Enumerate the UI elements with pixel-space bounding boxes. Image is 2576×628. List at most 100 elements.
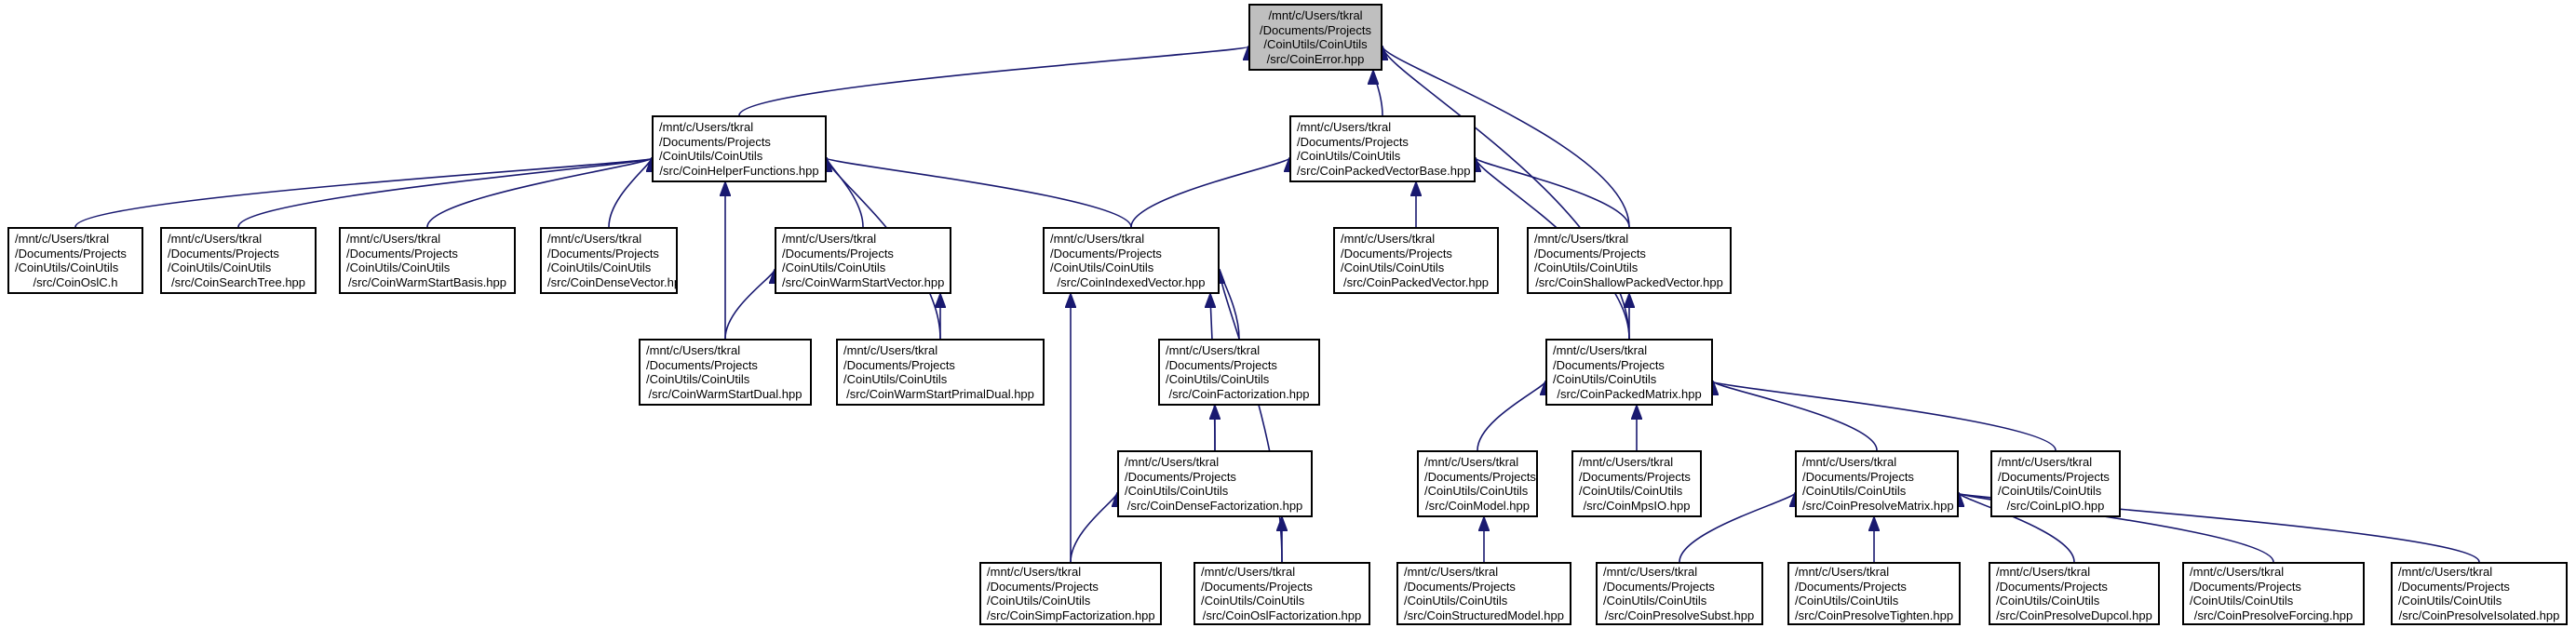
graph-node-spvec[interactable]: /mnt/c/Users/tkral/Documents/Projects/Co… xyxy=(1527,227,1732,294)
graph-node-model[interactable]: /mnt/c/Users/tkral/Documents/Projects/Co… xyxy=(1417,450,1538,517)
node-label-line: /mnt/c/Users/tkral xyxy=(1998,455,2093,469)
node-label-line: /Documents/Projects xyxy=(1050,246,1162,261)
node-label-line: /src/CoinSearchTree.hpp xyxy=(170,274,306,289)
graph-node-oslc[interactable]: /mnt/c/Users/tkral/Documents/Projects/Co… xyxy=(7,227,143,294)
node-label-line: /Documents/Projects xyxy=(843,357,955,372)
node-label-line: /mnt/c/Users/tkral xyxy=(1268,8,1363,22)
node-label-line: /CoinUtils/CoinUtils xyxy=(1201,594,1305,608)
graph-node-wsd[interactable]: /mnt/c/Users/tkral/Documents/Projects/Co… xyxy=(639,339,812,406)
node-label-line: /Documents/Projects xyxy=(1201,579,1313,594)
node-label-line: /CoinUtils/CoinUtils xyxy=(1050,261,1154,274)
edge-pmatx-to-pmat xyxy=(1713,381,1878,451)
node-label-line: /mnt/c/Users/tkral xyxy=(843,343,938,357)
graph-node-pmat[interactable]: /mnt/c/Users/tkral/Documents/Projects/Co… xyxy=(1545,339,1713,406)
node-label-line: /Documents/Projects xyxy=(1603,579,1715,594)
node-label-line: /Documents/Projects xyxy=(1125,469,1236,484)
node-label-line: /CoinUtils/CoinUtils xyxy=(659,149,763,163)
graph-node-help[interactable]: /mnt/c/Users/tkral/Documents/Projects/Co… xyxy=(652,115,827,182)
node-label-line: /mnt/c/Users/tkral xyxy=(15,232,110,246)
node-label-line: /src/CoinWarmStartDual.hpp xyxy=(648,386,802,401)
node-label-line: /src/CoinPackedVectorBase.hpp xyxy=(1297,163,1471,178)
graph-node-pforce[interactable]: /mnt/c/Users/tkral/Documents/Projects/Co… xyxy=(2182,562,2365,625)
node-label-line: /mnt/c/Users/tkral xyxy=(1996,565,2091,579)
graph-node-fact[interactable]: /mnt/c/Users/tkral/Documents/Projects/Co… xyxy=(1158,339,1320,406)
node-label-line: /mnt/c/Users/tkral xyxy=(168,232,263,246)
node-label-line: /CoinUtils/CoinUtils xyxy=(1534,261,1639,274)
node-label-line: /Documents/Projects xyxy=(1795,579,1907,594)
node-label-line: /Documents/Projects xyxy=(2398,579,2510,594)
graph-node-wsv[interactable]: /mnt/c/Users/tkral/Documents/Projects/Co… xyxy=(775,227,951,294)
node-label-line: /CoinUtils/CoinUtils xyxy=(1579,484,1683,498)
edge-psub-to-pmatx xyxy=(1679,493,1795,563)
node-label-line: /Documents/Projects xyxy=(782,246,894,261)
graph-node-lpio[interactable]: /mnt/c/Users/tkral/Documents/Projects/Co… xyxy=(1990,450,2121,517)
graph-node-stree[interactable]: /mnt/c/Users/tkral/Documents/Projects/Co… xyxy=(160,227,317,294)
node-label-line: /Documents/Projects xyxy=(1579,469,1691,484)
node-label-line: /Documents/Projects xyxy=(1404,579,1516,594)
node-label-line: /Documents/Projects xyxy=(346,246,458,261)
node-label-line: /CoinUtils/CoinUtils xyxy=(1553,372,1657,386)
node-label-line: /mnt/c/Users/tkral xyxy=(1404,565,1499,579)
node-label-line: /mnt/c/Users/tkral xyxy=(1579,455,1674,469)
node-label-line: /CoinUtils/CoinUtils xyxy=(987,594,1091,608)
node-label-line: /mnt/c/Users/tkral xyxy=(1166,343,1261,357)
node-label-line: /CoinUtils/CoinUtils xyxy=(1795,594,1899,608)
node-label-line: /src/CoinIndexedVector.hpp xyxy=(1057,274,1206,289)
graph-node-pvec[interactable]: /mnt/c/Users/tkral/Documents/Projects/Co… xyxy=(1333,227,1499,294)
graph-node-ivec[interactable]: /mnt/c/Users/tkral/Documents/Projects/Co… xyxy=(1043,227,1220,294)
edge-spvec-to-pvb xyxy=(1476,158,1630,228)
graph-node-dvec[interactable]: /mnt/c/Users/tkral/Documents/Projects/Co… xyxy=(540,227,678,294)
graph-node-err[interactable]: /mnt/c/Users/tkral/Documents/Projects/Co… xyxy=(1248,4,1382,71)
node-label-line: /src/CoinWarmStartVector.hpp xyxy=(782,274,945,289)
node-label-line: /mnt/c/Users/tkral xyxy=(1125,455,1220,469)
node-label-line: /src/CoinWarmStartBasis.hpp xyxy=(347,274,506,289)
node-label-line: /CoinUtils/CoinUtils xyxy=(1341,261,1445,274)
node-label-line: /Documents/Projects xyxy=(1534,246,1646,261)
node-label-line: /src/CoinSimpFactorization.hpp xyxy=(987,608,1155,622)
node-label-line: /src/CoinDenseFactorization.hpp xyxy=(1126,498,1303,513)
node-label-line: /CoinUtils/CoinUtils xyxy=(2190,594,2294,608)
node-label-line: /src/CoinPresolveSubst.hpp xyxy=(1604,608,1755,622)
edge-pvb-to-err xyxy=(1373,71,1383,116)
node-label-line: /src/CoinShallowPackedVector.hpp xyxy=(1535,274,1723,289)
node-label-line: /Documents/Projects xyxy=(168,246,279,261)
graph-node-pvb[interactable]: /mnt/c/Users/tkral/Documents/Projects/Co… xyxy=(1289,115,1476,182)
graph-node-simpf[interactable]: /mnt/c/Users/tkral/Documents/Projects/Co… xyxy=(979,562,1162,625)
edge-lpio-to-pmat xyxy=(1713,381,2057,451)
node-label-line: /src/CoinOslFactorization.hpp xyxy=(1202,608,1362,622)
node-label-line: /Documents/Projects xyxy=(1166,357,1277,372)
graph-node-smodel[interactable]: /mnt/c/Users/tkral/Documents/Projects/Co… xyxy=(1396,562,1571,625)
node-label-line: /mnt/c/Users/tkral xyxy=(346,232,441,246)
node-label-line: /mnt/c/Users/tkral xyxy=(987,565,1082,579)
node-label-line: /Documents/Projects xyxy=(987,579,1099,594)
edge-ivec-to-pvb xyxy=(1130,158,1289,228)
node-label-line: /CoinUtils/CoinUtils xyxy=(1802,484,1907,498)
node-label-line: /mnt/c/Users/tkral xyxy=(1603,565,1698,579)
graph-node-psub[interactable]: /mnt/c/Users/tkral/Documents/Projects/Co… xyxy=(1596,562,1763,625)
graph-node-dfact[interactable]: /mnt/c/Users/tkral/Documents/Projects/Co… xyxy=(1117,450,1313,517)
graph-node-pdup[interactable]: /mnt/c/Users/tkral/Documents/Projects/Co… xyxy=(1989,562,2160,625)
graph-node-oslf[interactable]: /mnt/c/Users/tkral/Documents/Projects/Co… xyxy=(1194,562,1370,625)
edge-pforce-to-pmatx xyxy=(1959,493,2274,563)
node-label-line: /Documents/Projects xyxy=(15,246,127,261)
node-label-line: /src/CoinModel.hpp xyxy=(1425,498,1530,513)
graph-node-piso[interactable]: /mnt/c/Users/tkral/Documents/Projects/Co… xyxy=(2391,562,2568,625)
node-label-line: /mnt/c/Users/tkral xyxy=(646,343,741,357)
graph-node-wspd[interactable]: /mnt/c/Users/tkral/Documents/Projects/Co… xyxy=(836,339,1045,406)
node-label-line: /mnt/c/Users/tkral xyxy=(1341,232,1436,246)
node-label-line: /mnt/c/Users/tkral xyxy=(2398,565,2493,579)
edge-pmat-to-err xyxy=(1382,47,1630,340)
graph-node-pmatx[interactable]: /mnt/c/Users/tkral/Documents/Projects/Co… xyxy=(1795,450,1959,517)
node-label-line: /src/CoinPresolveMatrix.hpp xyxy=(1802,498,1954,513)
node-label-line: /Documents/Projects xyxy=(547,246,659,261)
node-label-line: /mnt/c/Users/tkral xyxy=(1297,120,1392,134)
node-label-line: /mnt/c/Users/tkral xyxy=(1802,455,1897,469)
graph-node-mpsio[interactable]: /mnt/c/Users/tkral/Documents/Projects/Co… xyxy=(1571,450,1702,517)
node-label-line: /mnt/c/Users/tkral xyxy=(1534,232,1629,246)
node-label-line: /mnt/c/Users/tkral xyxy=(1201,565,1296,579)
node-label-line: /src/CoinPresolveForcing.hpp xyxy=(2193,608,2353,622)
node-label-line: /Documents/Projects xyxy=(1996,579,2108,594)
graph-node-wsb[interactable]: /mnt/c/Users/tkral/Documents/Projects/Co… xyxy=(339,227,516,294)
node-label-line: /CoinUtils/CoinUtils xyxy=(1603,594,1707,608)
graph-node-ptight[interactable]: /mnt/c/Users/tkral/Documents/Projects/Co… xyxy=(1787,562,1961,625)
